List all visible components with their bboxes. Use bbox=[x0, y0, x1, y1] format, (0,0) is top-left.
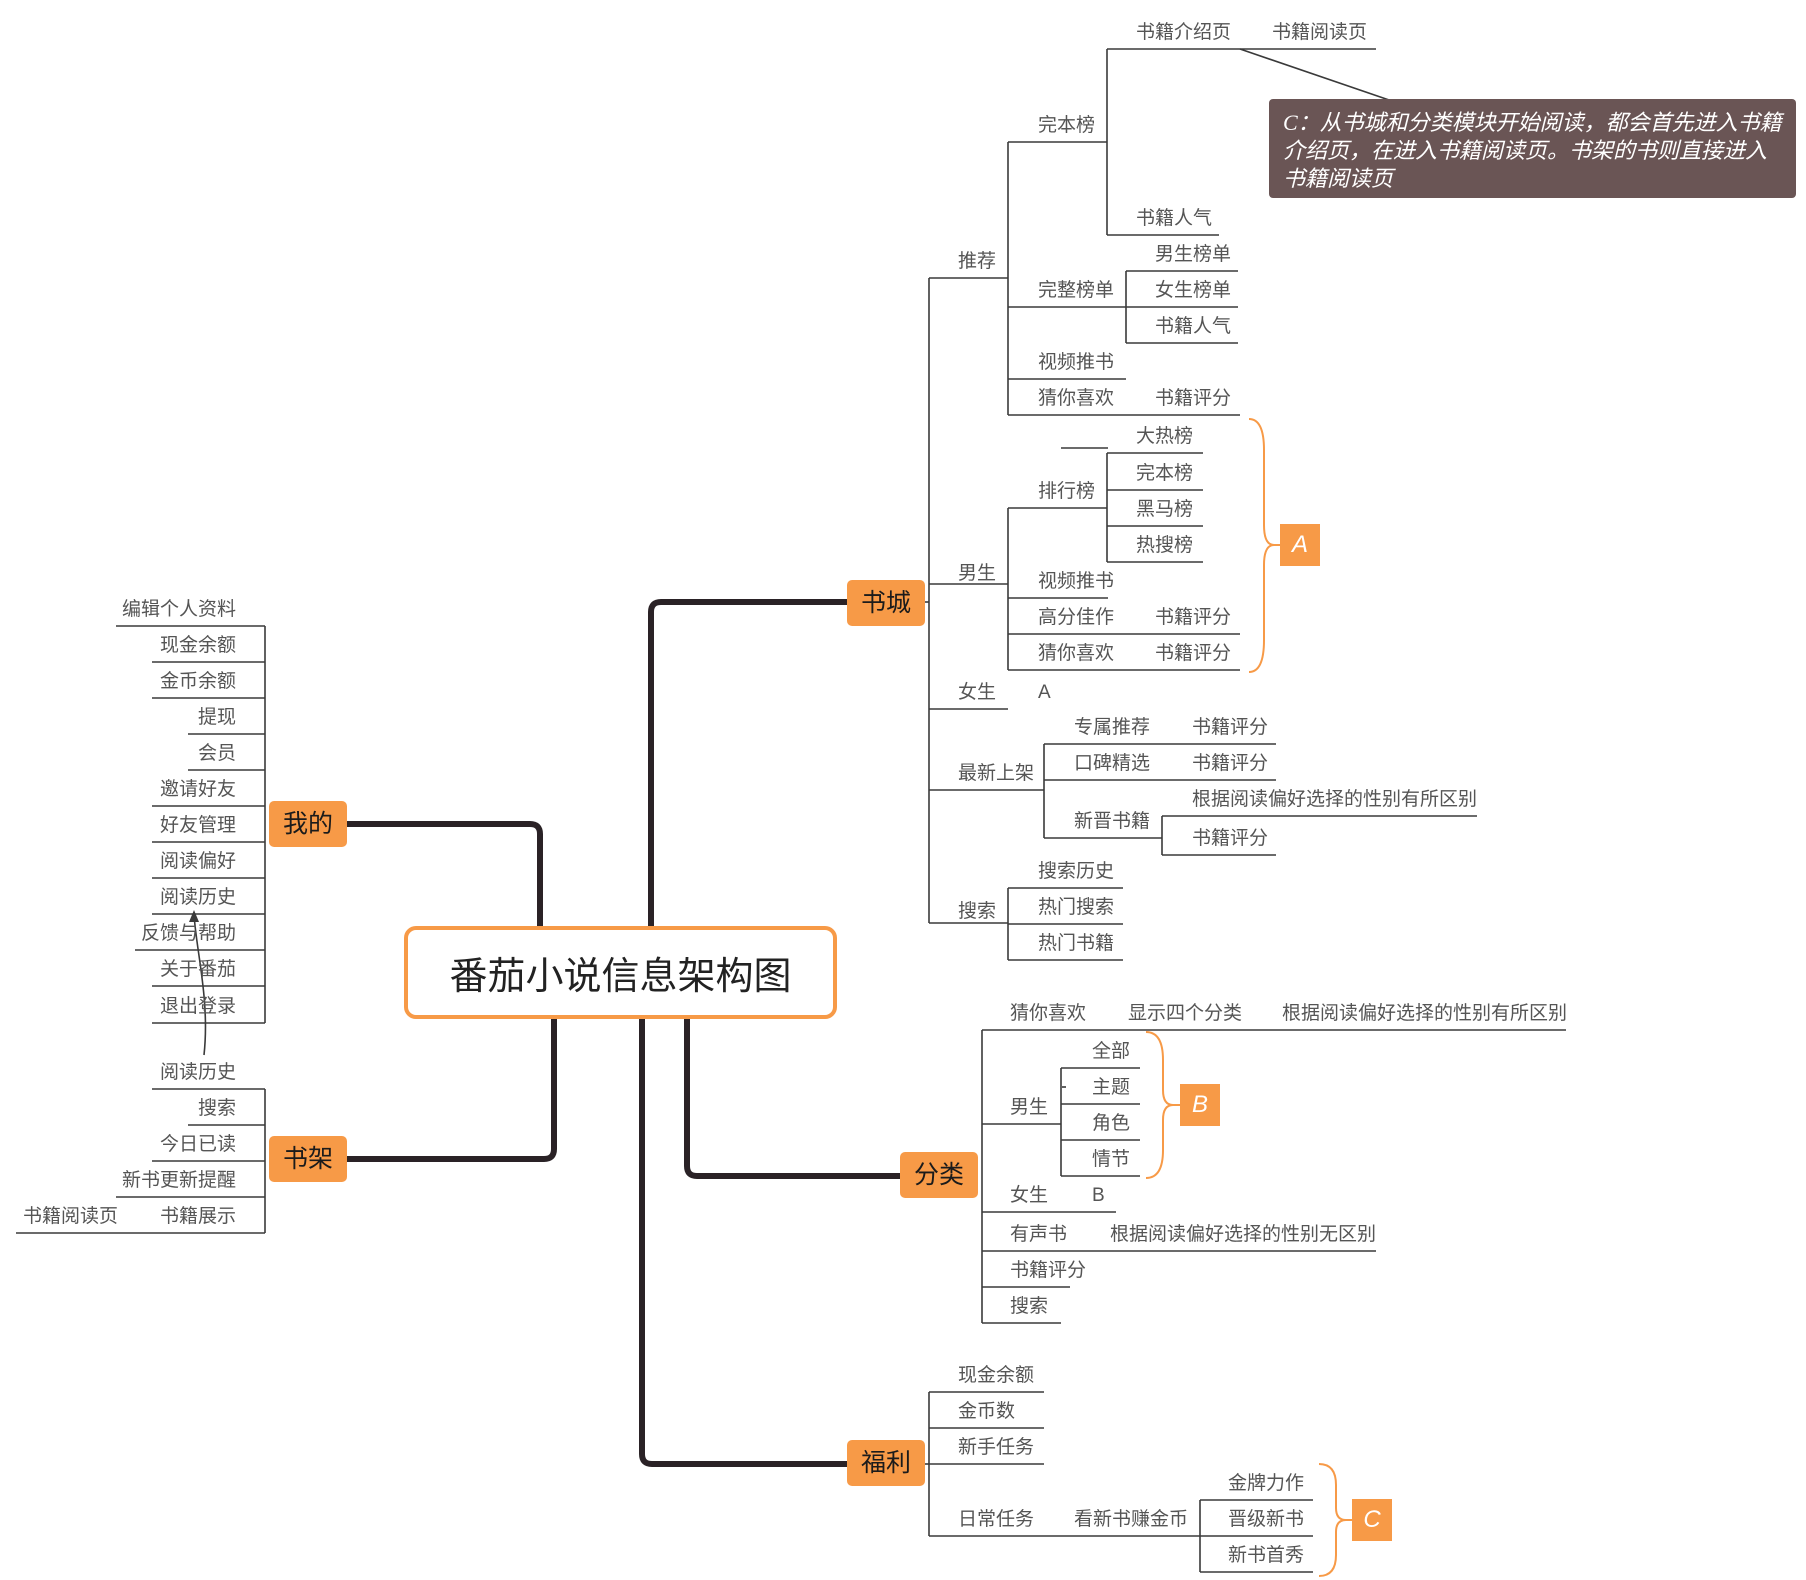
node-wanbenbang[interactable]: 完本榜 bbox=[1038, 115, 1096, 136]
node-shujia-read-page[interactable]: 书籍阅读页 bbox=[22, 1206, 118, 1227]
badge-b: B bbox=[1180, 1084, 1220, 1126]
node-shujia-history[interactable]: 阅读历史 bbox=[159, 1062, 236, 1083]
history-arrow bbox=[193, 913, 207, 1056]
node-tuijian[interactable]: 推荐 bbox=[958, 251, 997, 272]
node-fl-theme[interactable]: 主题 bbox=[1092, 1077, 1131, 1098]
node-fuli-gold[interactable]: 金牌力作 bbox=[1228, 1473, 1305, 1494]
node-male-highscore-score[interactable]: 书籍评分 bbox=[1155, 607, 1232, 628]
node-reputation-score[interactable]: 书籍评分 bbox=[1192, 753, 1269, 774]
node-hot-books[interactable]: 热门书籍 bbox=[1038, 933, 1115, 954]
node-wode-about[interactable]: 关于番茄 bbox=[159, 959, 236, 980]
central-topic[interactable]: 番茄小说信息架构图 bbox=[404, 926, 837, 1019]
badge-c: C bbox=[1352, 1499, 1392, 1541]
badge-a: A bbox=[1280, 524, 1320, 566]
node-rank-search[interactable]: 热搜榜 bbox=[1136, 535, 1194, 556]
node-newbook-score[interactable]: 书籍评分 bbox=[1192, 828, 1269, 849]
node-newest[interactable]: 最新上架 bbox=[958, 763, 1035, 784]
node-guess-score[interactable]: 书籍评分 bbox=[1155, 388, 1232, 409]
node-fuli-coins[interactable]: 金币数 bbox=[958, 1401, 1016, 1422]
node-wode-preference[interactable]: 阅读偏好 bbox=[159, 851, 236, 872]
node-fl-audio[interactable]: 有声书 bbox=[1010, 1224, 1068, 1245]
node-video[interactable]: 视频推书 bbox=[1038, 352, 1115, 373]
node-fl-guess-note[interactable]: 根据阅读偏好选择的性别有所区别 bbox=[1282, 1003, 1568, 1024]
node-male-guess[interactable]: 猜你喜欢 bbox=[1038, 643, 1115, 664]
node-wode[interactable]: 我的 bbox=[269, 801, 347, 847]
node-rank-darkhorse[interactable]: 黑马榜 bbox=[1136, 499, 1194, 520]
node-fl-score[interactable]: 书籍评分 bbox=[1010, 1260, 1087, 1281]
node-fuli-cash[interactable]: 现金余额 bbox=[958, 1365, 1035, 1386]
node-search[interactable]: 搜索 bbox=[958, 901, 997, 922]
node-fuli-promoted[interactable]: 晋级新书 bbox=[1228, 1509, 1305, 1530]
branch-connectors bbox=[16, 48, 1566, 1573]
node-nansheng[interactable]: 男生 bbox=[958, 563, 997, 584]
node-fuli[interactable]: 福利 bbox=[847, 1440, 925, 1486]
node-full-list[interactable]: 完整榜单 bbox=[1038, 280, 1115, 301]
node-fl-search[interactable]: 搜索 bbox=[1010, 1296, 1049, 1317]
node-wode-invite[interactable]: 邀请好友 bbox=[159, 779, 236, 800]
node-guess[interactable]: 猜你喜欢 bbox=[1038, 388, 1115, 409]
node-shujia-today[interactable]: 今日已读 bbox=[159, 1134, 236, 1155]
node-wode-edit-profile[interactable]: 编辑个人资料 bbox=[121, 599, 236, 620]
node-female-list[interactable]: 女生榜单 bbox=[1155, 280, 1232, 301]
node-fl-nansheng[interactable]: 男生 bbox=[1010, 1097, 1049, 1118]
node-fl-all[interactable]: 全部 bbox=[1092, 1041, 1131, 1062]
node-male-highscore[interactable]: 高分佳作 bbox=[1038, 607, 1115, 628]
trunk-connectors bbox=[344, 599, 903, 1467]
node-shujia-search[interactable]: 搜索 bbox=[197, 1098, 236, 1119]
node-fl-nvsheng[interactable]: 女生 bbox=[1010, 1185, 1049, 1206]
node-shujia-display[interactable]: 书籍展示 bbox=[159, 1206, 236, 1227]
node-wode-friends[interactable]: 好友管理 bbox=[159, 815, 236, 836]
node-wode-feedback[interactable]: 反馈与帮助 bbox=[140, 923, 236, 944]
node-popularity[interactable]: 书籍人气 bbox=[1136, 208, 1213, 229]
node-fl-audio-note[interactable]: 根据阅读偏好选择的性别无区别 bbox=[1110, 1224, 1377, 1245]
node-exclusive[interactable]: 专属推荐 bbox=[1074, 717, 1151, 738]
node-fenlei[interactable]: 分类 bbox=[900, 1152, 978, 1198]
node-read-page[interactable]: 书籍阅读页 bbox=[1272, 22, 1368, 43]
node-male-list[interactable]: 男生榜单 bbox=[1155, 244, 1232, 265]
node-nvsheng[interactable]: 女生 bbox=[958, 682, 997, 703]
node-wode-withdraw[interactable]: 提现 bbox=[197, 707, 236, 728]
node-fl-plot[interactable]: 情节 bbox=[1092, 1149, 1131, 1170]
node-reputation[interactable]: 口碑精选 bbox=[1074, 753, 1151, 774]
node-rank-hot[interactable]: 大热榜 bbox=[1136, 426, 1194, 447]
node-fuli-watch[interactable]: 看新书赚金币 bbox=[1074, 1509, 1189, 1530]
node-male-video[interactable]: 视频推书 bbox=[1038, 571, 1115, 592]
node-wode-coins[interactable]: 金币余额 bbox=[159, 671, 236, 692]
node-fl-guess[interactable]: 猜你喜欢 bbox=[1010, 1003, 1087, 1024]
note-callout: C：从书城和分类模块开始阅读，都会首先进入书籍介绍页，在进入书籍阅读页。书架的书… bbox=[1269, 99, 1796, 198]
node-search-history[interactable]: 搜索历史 bbox=[1038, 861, 1115, 882]
node-nvsheng-ref: A bbox=[1038, 682, 1051, 703]
node-fl-role[interactable]: 角色 bbox=[1092, 1113, 1131, 1134]
node-paihang[interactable]: 排行榜 bbox=[1038, 481, 1096, 502]
node-fuli-newbie[interactable]: 新手任务 bbox=[958, 1437, 1035, 1458]
node-rank-finished[interactable]: 完本榜 bbox=[1136, 463, 1194, 484]
node-wode-vip[interactable]: 会员 bbox=[197, 743, 236, 764]
history-arrowhead bbox=[189, 910, 199, 922]
node-intro-page[interactable]: 书籍介绍页 bbox=[1136, 22, 1232, 43]
node-shujia-update[interactable]: 新书更新提醒 bbox=[121, 1170, 236, 1191]
node-wode-cash[interactable]: 现金余额 bbox=[159, 635, 236, 656]
node-male-guess-score[interactable]: 书籍评分 bbox=[1155, 643, 1232, 664]
node-newbook-note[interactable]: 根据阅读偏好选择的性别有所区别 bbox=[1192, 789, 1478, 810]
node-fl-guess-show[interactable]: 显示四个分类 bbox=[1128, 1003, 1243, 1024]
node-wode-history[interactable]: 阅读历史 bbox=[159, 887, 236, 908]
node-newbook[interactable]: 新晋书籍 bbox=[1074, 811, 1151, 832]
node-shucheng[interactable]: 书城 bbox=[847, 580, 925, 626]
node-wode-logout[interactable]: 退出登录 bbox=[159, 996, 236, 1017]
node-fl-nvsheng-ref: B bbox=[1092, 1185, 1105, 1206]
node-exclusive-score[interactable]: 书籍评分 bbox=[1192, 717, 1269, 738]
node-fuli-debut[interactable]: 新书首秀 bbox=[1228, 1545, 1305, 1566]
node-popularity-2[interactable]: 书籍人气 bbox=[1155, 316, 1232, 337]
node-shujia[interactable]: 书架 bbox=[269, 1136, 347, 1182]
node-fuli-daily[interactable]: 日常任务 bbox=[958, 1509, 1035, 1530]
node-hot-search[interactable]: 热门搜索 bbox=[1038, 897, 1115, 918]
summary-braces bbox=[1145, 418, 1352, 1577]
